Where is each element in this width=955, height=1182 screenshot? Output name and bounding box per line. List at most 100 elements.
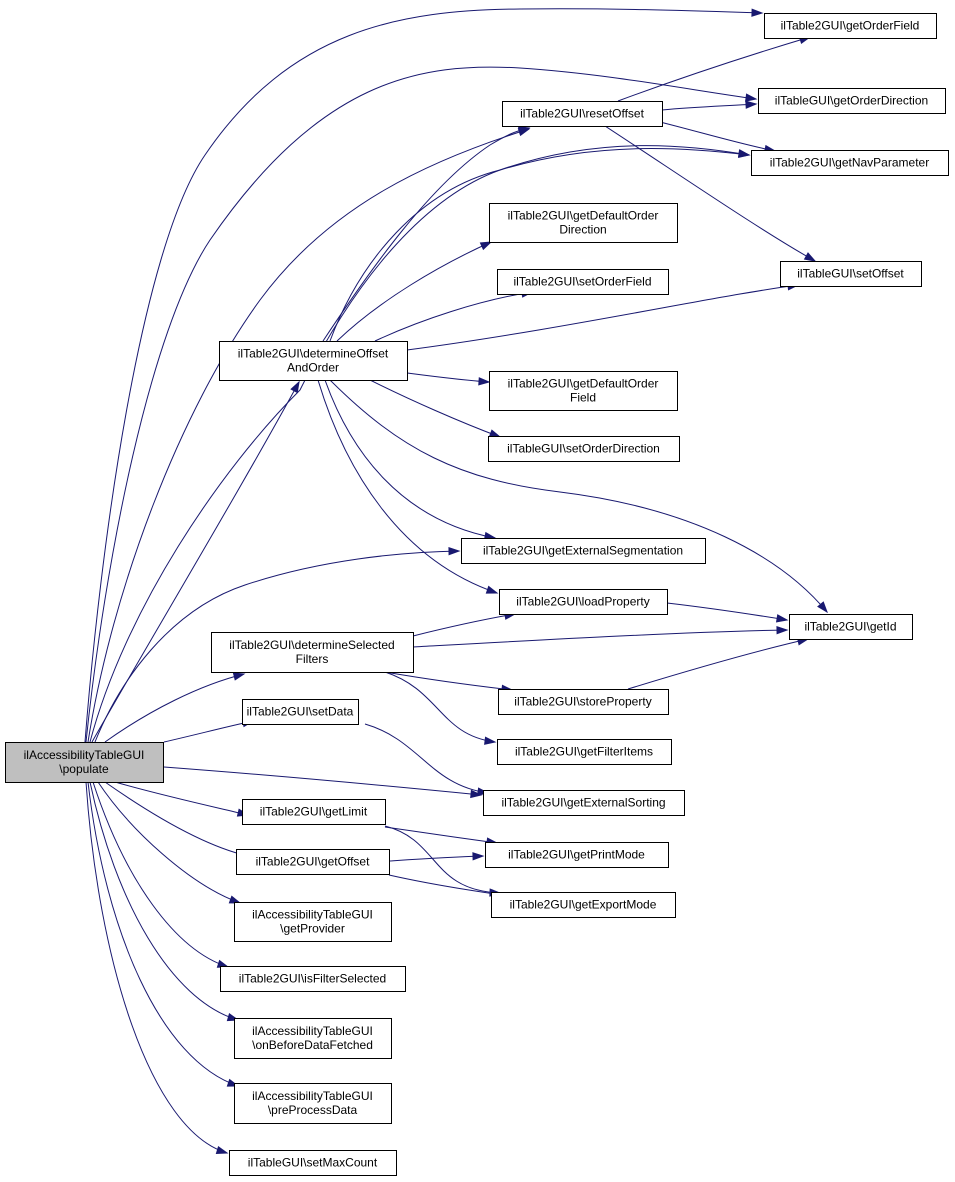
node-label: ilTable2GUI\getExternalSorting <box>501 796 665 810</box>
node-label: ilTable2GUI\getId <box>804 620 896 634</box>
node-getPrintMode[interactable]: ilTable2GUI\getPrintMode <box>485 842 669 868</box>
edge-populate-to-getLimit <box>114 781 250 817</box>
edge-line <box>85 781 228 1154</box>
node-box <box>751 150 949 176</box>
node-label: Direction <box>559 223 606 237</box>
node-box <box>242 799 386 825</box>
node-box <box>491 892 676 918</box>
node-box <box>499 589 668 615</box>
edge-line <box>89 145 750 743</box>
node-label: ilTable2GUI\determineOffset <box>238 347 389 361</box>
edge-determineSelectedFilters-to-loadProperty <box>412 611 517 637</box>
node-getProvider[interactable]: ilAccessibilityTableGUI\getProvider <box>234 902 392 942</box>
arrow-head-icon <box>776 625 789 635</box>
node-getLimit[interactable]: ilTable2GUI\getLimit <box>242 799 386 825</box>
node-label: ilTable2GUI\getOrderField <box>781 19 920 33</box>
edge-line <box>94 550 460 743</box>
edge-line <box>406 372 490 383</box>
node-getFilterItems[interactable]: ilTable2GUI\getFilterItems <box>497 739 672 765</box>
edge-populate-to-setData <box>163 719 255 743</box>
arrow-head-icon <box>478 377 491 386</box>
edge-getOffset-to-getPrintMode <box>388 852 485 862</box>
arrow-head-icon <box>751 8 764 17</box>
node-setMaxCount[interactable]: ilTableGUI\setMaxCount <box>229 1150 397 1176</box>
node-label: ilTable2GUI\getPrintMode <box>508 848 645 862</box>
node-isFilterSelected[interactable]: ilTable2GUI\isFilterSelected <box>220 966 406 992</box>
node-populate[interactable]: ilAccessibilityTableGUI\populate <box>5 742 164 783</box>
edge-line <box>374 291 533 342</box>
arrow-head-icon <box>745 100 758 109</box>
node-box <box>789 614 913 640</box>
node-label: ilTableGUI\setOffset <box>797 267 904 281</box>
node-preProcessData[interactable]: ilAccessibilityTableGUI\preProcessData <box>234 1083 392 1124</box>
node-loadProperty[interactable]: ilTable2GUI\loadProperty <box>499 589 668 615</box>
node-box <box>234 1018 392 1059</box>
node-label: ilAccessibilityTableGUI <box>252 1089 373 1103</box>
edge-storeProperty-to-getId <box>627 637 810 690</box>
arrow-head-icon <box>488 429 502 438</box>
node-resetOffset[interactable]: ilTable2GUI\resetOffset <box>502 101 663 127</box>
arrow-head-icon <box>517 126 531 135</box>
node-getNavParameter[interactable]: ilTable2GUI\getNavParameter <box>751 150 949 176</box>
edge-determineOffsetAndOrder-to-setOrderDirection <box>369 379 502 438</box>
node-setOffset[interactable]: ilTableGUI\setOffset <box>780 261 922 287</box>
node-label: ilTable2GUI\storeProperty <box>514 695 651 709</box>
node-getOrderDirection[interactable]: ilTableGUI\getOrderDirection <box>758 88 946 114</box>
edge-line <box>384 826 498 844</box>
arrow-head-icon <box>232 672 246 681</box>
node-label: ilTable2GUI\resetOffset <box>520 107 644 121</box>
node-label: Filters <box>296 652 329 666</box>
edge-populate-to-isFilterSelected <box>92 781 230 968</box>
edge-line <box>384 825 501 894</box>
node-box <box>502 101 663 127</box>
edge-populate-to-getOffset <box>104 781 250 858</box>
node-getId[interactable]: ilTable2GUI\getId <box>789 614 913 640</box>
edge-populate-to-getExternalSorting <box>163 766 483 799</box>
node-getExternalSorting[interactable]: ilTable2GUI\getExternalSorting <box>483 790 685 816</box>
edge-line <box>324 379 496 539</box>
node-label: ilTable2GUI\getLimit <box>260 805 368 819</box>
edge-line <box>104 673 245 743</box>
node-label: \onBeforeDataFetched <box>252 1038 373 1052</box>
node-setOrderField[interactable]: ilTable2GUI\setOrderField <box>497 269 669 295</box>
edge-line <box>384 671 513 691</box>
node-label: ilAccessibilityTableGUI <box>252 1024 373 1038</box>
edge-populate-to-getProvider <box>97 781 242 904</box>
node-box <box>485 842 669 868</box>
node-getExternalSegmentation[interactable]: ilTable2GUI\getExternalSegmentation <box>461 538 706 564</box>
edge-populate-to-onBeforeDataFetched <box>89 781 240 1022</box>
node-onBeforeDataFetched[interactable]: ilAccessibilityTableGUI\onBeforeDataFetc… <box>234 1018 392 1059</box>
node-label: ilTableGUI\setMaxCount <box>248 1156 378 1170</box>
arrow-head-icon <box>775 614 789 623</box>
edge-line <box>604 125 816 262</box>
node-setData[interactable]: ilTable2GUI\setData <box>242 699 359 725</box>
node-box <box>489 371 678 411</box>
edge-determineOffsetAndOrder-to-setOrderField <box>374 289 534 342</box>
node-getExportMode[interactable]: ilTable2GUI\getExportMode <box>491 892 676 918</box>
edge-line <box>163 720 254 743</box>
node-getOffset[interactable]: ilTable2GUI\getOffset <box>236 849 390 875</box>
node-getOrderField[interactable]: ilTable2GUI\getOrderField <box>764 13 937 39</box>
node-box <box>234 1083 392 1124</box>
edge-line <box>412 629 788 648</box>
node-setOrderDirection[interactable]: ilTableGUI\setOrderDirection <box>488 436 680 462</box>
edge-line <box>364 723 489 794</box>
node-box <box>234 902 392 942</box>
edge-determineSelectedFilters-to-getFilterItems <box>384 671 497 745</box>
edge-loadProperty-to-getId <box>666 602 789 623</box>
node-label: ilTable2GUI\getExternalSegmentation <box>483 544 683 558</box>
node-label: ilTable2GUI\getOffset <box>256 855 371 869</box>
node-storeProperty[interactable]: ilTable2GUI\storeProperty <box>498 689 669 715</box>
edge-line <box>617 36 811 102</box>
arrow-head-icon <box>745 93 758 102</box>
node-label: ilTable2GUI\getDefaultOrder <box>508 377 659 391</box>
edge-determineOffsetAndOrder-to-loadProperty <box>317 379 499 594</box>
edge-determineOffsetAndOrder-to-getDefaultOrderDirection <box>336 241 493 342</box>
node-box <box>461 538 706 564</box>
arrow-head-icon <box>290 380 300 394</box>
